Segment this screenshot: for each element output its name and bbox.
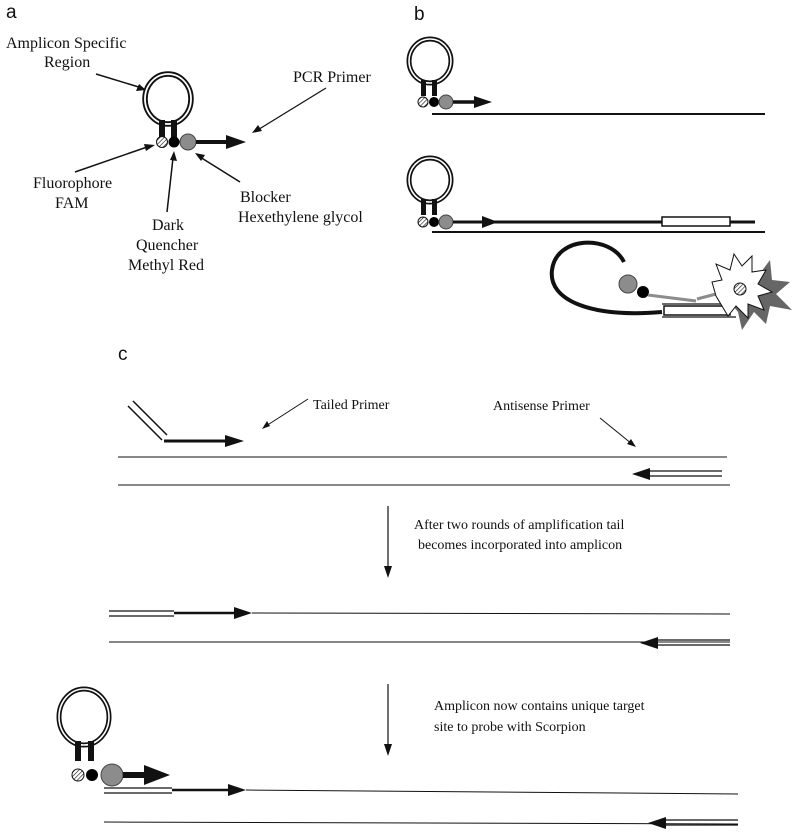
- quencher-pointer: [166, 151, 177, 213]
- panel-b-letter: b: [414, 4, 425, 25]
- fluorophore-dot: [156, 136, 168, 148]
- blocker-pointer: [195, 153, 241, 183]
- step2-down-arrow: [384, 684, 392, 756]
- fluorophore-label-line2: FAM: [55, 195, 89, 212]
- blocker-label-line1: Blocker: [240, 189, 291, 206]
- step1-down-arrow: [384, 506, 392, 578]
- panel-c-letter: c: [118, 344, 128, 365]
- probe-target-strand: [104, 784, 739, 796]
- amplicon-region-label-line2: Region: [44, 54, 90, 71]
- probe-stem-left: [159, 120, 165, 138]
- panel-a-letter: a: [6, 2, 17, 23]
- opened-probe-loop: [549, 240, 663, 316]
- step1-text-line2: becomes incorporated into amplicon: [418, 538, 622, 553]
- antisense-strand-c2: [640, 637, 730, 649]
- amplicon-region-label-line1: Amplicon Specific: [6, 35, 126, 52]
- tailed-primer-pointer: [262, 398, 309, 429]
- scorpion-probe-b1: [406, 36, 492, 110]
- scorpion-probe-c: [56, 686, 170, 787]
- step1-text-line1: After two rounds of amplification tail: [414, 518, 624, 533]
- panel-a: a Amplicon Specific Region PCR Primer Fl…: [6, 2, 371, 274]
- probe-stem-right: [171, 120, 177, 138]
- quencher-label-line3: Methyl Red: [128, 257, 204, 274]
- fluorophore-dot-b3: [733, 282, 747, 296]
- blocker-dot: [179, 133, 197, 151]
- primer-arrowhead: [226, 135, 246, 149]
- amplicon-region-pointer: [95, 73, 146, 91]
- antisense-primer: [632, 468, 722, 480]
- quencher-label-line1: Dark: [152, 217, 184, 234]
- panel-c: c Tailed Primer Antisense Primer: [56, 344, 739, 829]
- blocker-dot-b3: [618, 274, 638, 294]
- tail-incorporated-strand: [109, 607, 731, 619]
- step2-text-line1: Amplicon now contains unique target: [434, 699, 645, 714]
- scorpion-probe-b2: [406, 155, 454, 230]
- antisense-primer-label: Antisense Primer: [493, 399, 590, 414]
- fluorophore-label-line1: Fluorophore: [33, 175, 112, 192]
- pcr-primer-pointer: [252, 87, 327, 133]
- blocker-dot-c: [100, 763, 124, 787]
- extension-arrowhead-b2: [482, 216, 498, 228]
- step2-text-line2: site to probe with Scorpion: [434, 720, 586, 735]
- target-sequence-box-b2: [661, 216, 731, 227]
- antisense-primer-pointer: [599, 417, 636, 447]
- panel-b: b: [406, 4, 792, 330]
- quencher-dot-c: [86, 769, 98, 781]
- blocker-label-line2: Hexethylene glycol: [238, 209, 363, 226]
- pcr-primer-label: PCR Primer: [293, 69, 371, 86]
- quencher-dot-b3: [637, 286, 649, 298]
- target-sequence-box-b3: [663, 305, 731, 316]
- amplicon-strand-c3-bottom: [103, 821, 739, 825]
- quencher-label-line2: Quencher: [136, 237, 199, 254]
- scorpion-probe-opened: [549, 240, 792, 330]
- quencher-dot: [168, 136, 180, 148]
- fluorophore-pointer: [74, 144, 155, 173]
- fluorophore-dot-c: [71, 768, 85, 782]
- tailed-primer-label: Tailed Primer: [313, 398, 390, 413]
- tailed-primer: [127, 400, 244, 447]
- scorpion-probe-a: [142, 71, 246, 151]
- antisense-strand-c3: [648, 817, 738, 829]
